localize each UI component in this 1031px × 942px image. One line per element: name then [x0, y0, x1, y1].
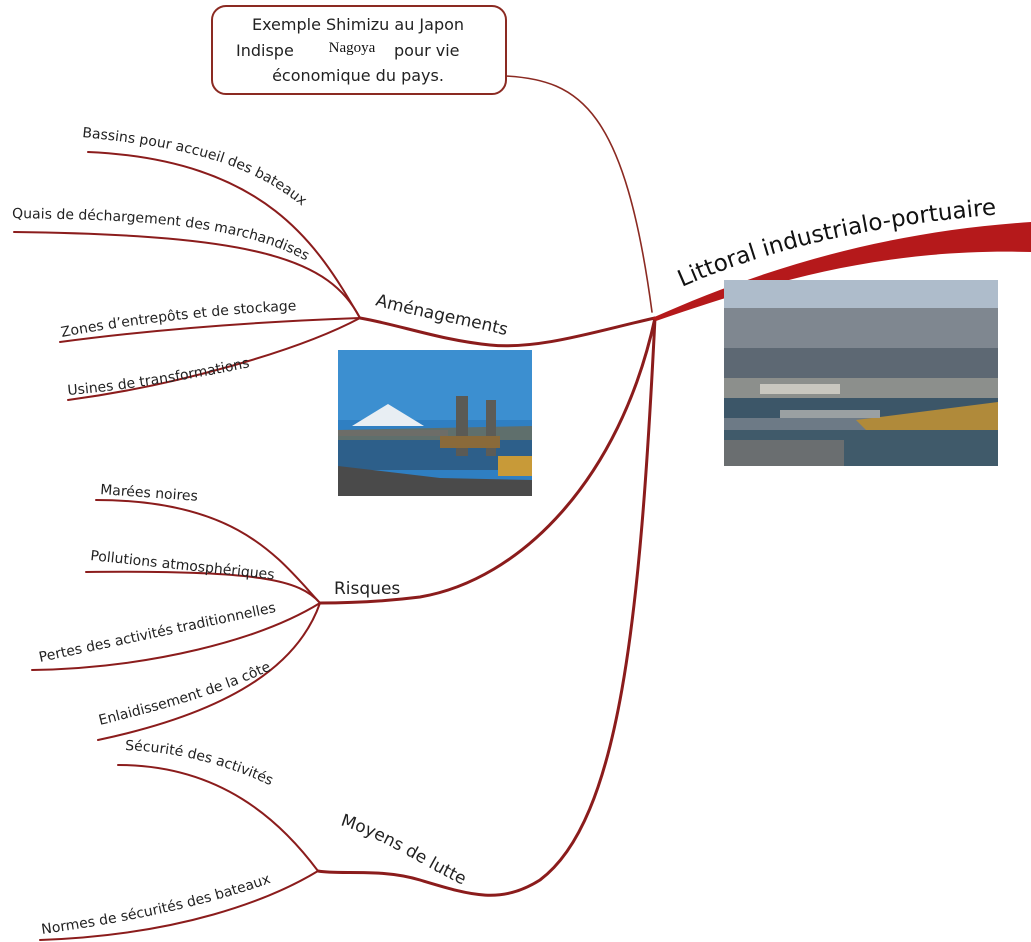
note-overlay-text: Nagoya — [329, 40, 376, 56]
note-line-2-start: Indispe — [236, 41, 294, 60]
amenagements-sub-connectors — [13, 151, 361, 401]
note-overlay-bg — [312, 37, 392, 57]
branch-label-amenagements: Aménagements — [374, 291, 511, 341]
connector-note — [505, 75, 653, 313]
item-usines: Usines de transformations — [67, 355, 251, 399]
moyens-sub-connectors — [39, 764, 319, 941]
connector-zones — [59, 317, 361, 343]
connector-pollutions — [85, 570, 321, 604]
port-aerial-photo — [724, 280, 998, 466]
connector-risques — [318, 316, 657, 605]
connector-marees — [95, 499, 321, 604]
connector-moyens — [316, 316, 657, 897]
item-pertes: Pertes des activités traditionnelles — [38, 600, 278, 666]
item-quais: Quais de déchargement des marchandises — [12, 206, 312, 264]
connector-bassins — [87, 151, 361, 319]
item-zones: Zones d’entrepôts et de stockage — [60, 298, 297, 341]
note-line-3: économique du pays. — [272, 66, 444, 85]
risques-sub-connectors — [31, 499, 321, 741]
item-marees: Marées noires — [100, 482, 199, 505]
note-line-1: Exemple Shimizu au Japon — [252, 15, 464, 34]
central-branch-curve — [652, 222, 1031, 321]
mountain-industrial-photo — [338, 350, 532, 496]
connector-usines — [67, 317, 361, 401]
item-bassins: Bassins pour accueil des bateaux — [82, 125, 310, 209]
connector-amenagements — [358, 316, 657, 348]
connector-normes — [39, 870, 319, 941]
item-enlaidissement: Enlaidissement de la côte — [97, 659, 273, 729]
branch-label-risques: Risques — [334, 579, 400, 599]
note-line-2-end: pour vie — [394, 41, 460, 60]
connector-securite — [117, 764, 319, 872]
note-box: Exemple Shimizu au Japon Indispe pour vi… — [211, 5, 507, 95]
connector-enlaidissement — [97, 602, 321, 741]
connectors — [13, 75, 657, 941]
item-pollutions: Pollutions atmosphériques — [90, 548, 276, 583]
connector-quais — [13, 231, 361, 319]
item-securite: Sécurité des activités — [125, 738, 276, 789]
connector-pertes — [31, 602, 321, 671]
